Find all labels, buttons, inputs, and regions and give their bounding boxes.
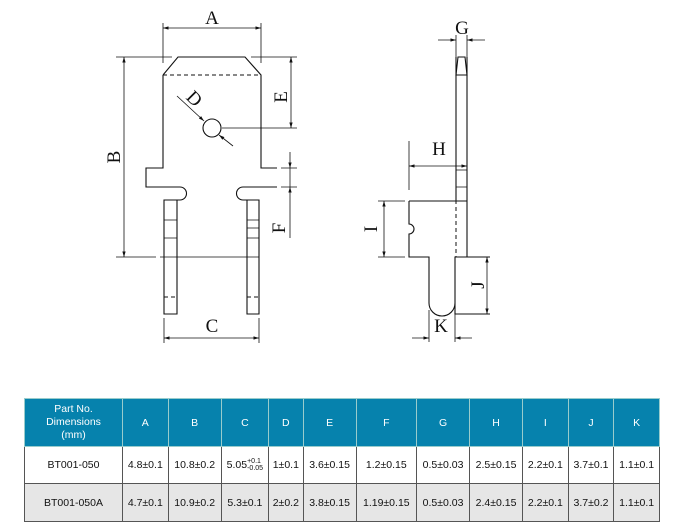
cell-d: 1±0.1 bbox=[268, 446, 304, 484]
header-k: K bbox=[613, 398, 660, 447]
side-view: G H I J K bbox=[361, 18, 490, 342]
cell-g: 0.5±0.03 bbox=[416, 446, 471, 484]
cell-c-value: 5.05 bbox=[226, 458, 248, 471]
dimension-label-a: A bbox=[205, 8, 219, 29]
cell-j: 3.7±0.1 bbox=[567, 446, 615, 484]
dimension-label-f: F bbox=[269, 223, 290, 234]
dimension-label-j: J bbox=[468, 281, 489, 288]
cell-a: 4.8±0.1 bbox=[122, 446, 169, 484]
dimension-label-i: I bbox=[361, 226, 382, 232]
cell-g: 0.5±0.03 bbox=[416, 483, 471, 522]
part-number: BT001-050A bbox=[24, 483, 123, 522]
table-row: BT001-050 4.8±0.1 10.8±0.2 5.05+0.1-0.05… bbox=[24, 446, 660, 484]
header-c: C bbox=[220, 398, 270, 447]
header-line: (mm) bbox=[61, 429, 86, 441]
header-line: Part No. bbox=[54, 403, 93, 415]
header-part-no: Part No. Dimensions (mm) bbox=[24, 398, 123, 447]
header-i: I bbox=[522, 398, 569, 447]
dimension-label-b: B bbox=[104, 151, 125, 164]
cell-k: 1.1±0.1 bbox=[613, 446, 660, 484]
dimension-label-g: G bbox=[455, 18, 469, 39]
cell-a: 4.7±0.1 bbox=[122, 483, 169, 522]
cell-b: 10.8±0.2 bbox=[167, 446, 222, 484]
cell-c: 5.05+0.1-0.05 bbox=[220, 446, 270, 484]
front-view: A B E D F C bbox=[104, 8, 297, 343]
part-number: BT001-050 bbox=[24, 446, 123, 484]
table-row: BT001-050A 4.7±0.1 10.9±0.2 5.3±0.1 2±0.… bbox=[24, 483, 660, 522]
cell-b: 10.9±0.2 bbox=[167, 483, 222, 522]
header-h: H bbox=[469, 398, 524, 447]
header-d: D bbox=[268, 398, 304, 447]
terminal-technical-drawing: A B E D F C G bbox=[104, 8, 490, 343]
tolerance: +0.1-0.05 bbox=[247, 458, 263, 472]
cell-e: 3.8±0.15 bbox=[302, 483, 357, 522]
cell-k: 1.1±0.1 bbox=[613, 483, 660, 522]
cell-f: 1.19±0.15 bbox=[355, 483, 418, 522]
cell-f: 1.2±0.15 bbox=[355, 446, 418, 484]
tolerance-lower: -0.05 bbox=[247, 465, 264, 472]
header-e: E bbox=[302, 398, 357, 447]
cell-h: 2.4±0.15 bbox=[469, 483, 524, 522]
cell-e: 3.6±0.15 bbox=[302, 446, 357, 484]
cell-i: 2.2±0.1 bbox=[522, 483, 569, 522]
cell-i: 2.2±0.1 bbox=[522, 446, 569, 484]
dimension-label-c: C bbox=[206, 316, 219, 337]
header-a: A bbox=[122, 398, 169, 447]
header-f: F bbox=[355, 398, 418, 447]
header-b: B bbox=[167, 398, 222, 447]
dimension-label-h: H bbox=[432, 139, 446, 160]
dimension-label-e: E bbox=[271, 91, 292, 103]
header-j: J bbox=[567, 398, 615, 447]
table-header-row: Part No. Dimensions (mm) A B C D E F G H… bbox=[24, 398, 660, 447]
cell-h: 2.5±0.15 bbox=[469, 446, 524, 484]
dimensions-table: Part No. Dimensions (mm) A B C D E F G H… bbox=[24, 398, 660, 522]
tolerance-upper: +0.1 bbox=[247, 458, 261, 465]
header-g: G bbox=[416, 398, 471, 447]
cell-j: 3.7±0.2 bbox=[567, 483, 615, 522]
header-line: Dimensions bbox=[46, 416, 101, 428]
dimension-label-k: K bbox=[434, 316, 448, 337]
cell-c: 5.3±0.1 bbox=[220, 483, 270, 522]
dimension-label-d: D bbox=[182, 87, 207, 112]
cell-d: 2±0.2 bbox=[268, 483, 304, 522]
